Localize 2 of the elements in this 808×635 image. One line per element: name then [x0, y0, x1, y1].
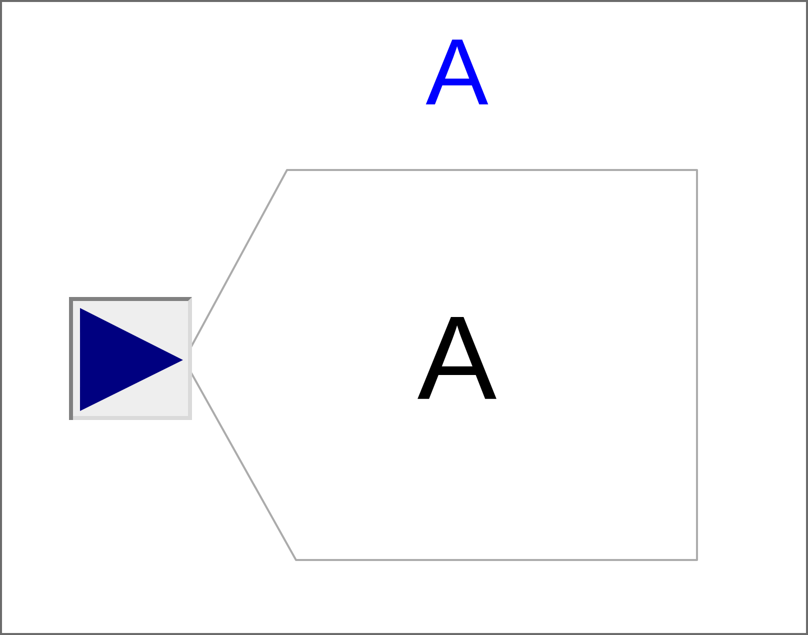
title: A [426, 40, 488, 104]
pentagon-block: A [183, 169, 698, 561]
